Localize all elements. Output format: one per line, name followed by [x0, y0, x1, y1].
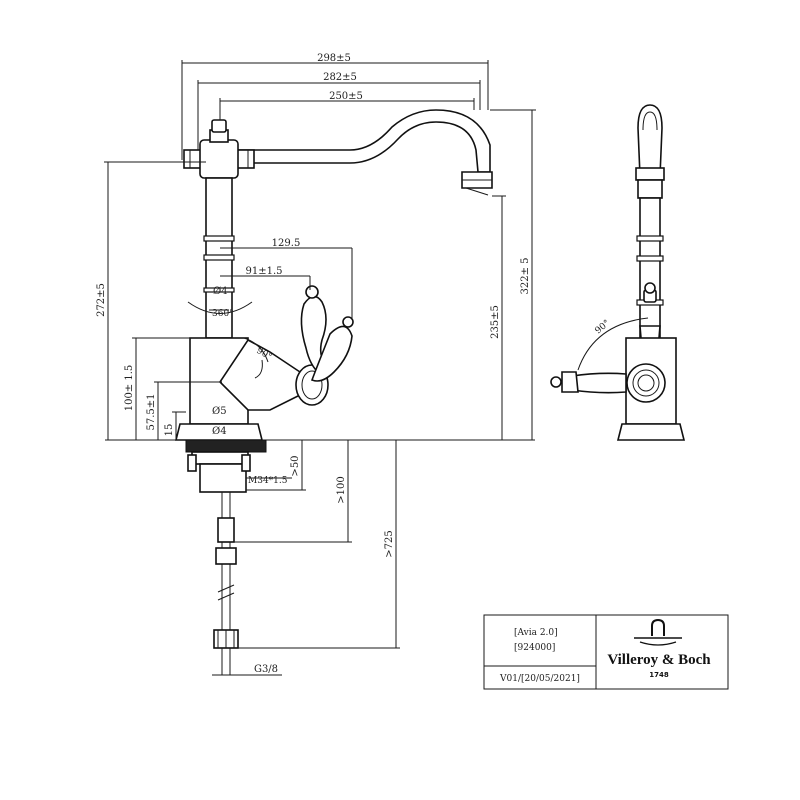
dim-250: 250±5	[329, 91, 363, 102]
dim-g38: G3/8	[254, 664, 278, 675]
dim-272: 272±5	[96, 283, 107, 317]
spout	[235, 109, 491, 173]
side-lever	[571, 372, 627, 394]
dim-dia4-bottom: Ø4	[212, 426, 227, 437]
dim-m34: M34*1.5	[248, 476, 288, 486]
article-number: [924000]	[514, 643, 555, 653]
version-date: V01/[20/05/2021]	[499, 674, 580, 684]
faucet-front-view	[105, 109, 535, 675]
dim-15: 15	[164, 424, 175, 437]
dim-dia5: Ø5	[212, 406, 227, 417]
dim-360: 360°	[212, 309, 234, 319]
brand-name: Villeroy & Boch	[607, 652, 711, 668]
dim-91: 91±1.5	[245, 266, 282, 277]
dim-dia4-top: Ø4	[213, 286, 228, 297]
mounting-flange	[185, 439, 267, 453]
dimension-labels: 298±5 282±5 250±5 129.5 91±1.5 Ø4 360° 9…	[96, 53, 531, 675]
faucet-side-view: 90°	[550, 104, 686, 441]
dim-235: 235±5	[490, 305, 501, 339]
brand-year: 1748	[649, 671, 669, 679]
dim-90-side: 90°	[594, 318, 613, 336]
dim-129: 129.5	[272, 238, 301, 249]
top-finial	[211, 119, 227, 133]
dim-50: >50	[290, 455, 301, 476]
dim-100: 100± 1.5	[124, 365, 135, 412]
model-name: [Avia 2.0]	[514, 628, 558, 638]
title-block: [Avia 2.0] [924000] V01/[20/05/2021] Vil…	[483, 614, 729, 690]
dim-322: 322± 5	[520, 257, 531, 294]
threaded-shank	[191, 451, 249, 465]
brand-logo-icon	[634, 618, 682, 646]
dim-282: 282±5	[323, 72, 357, 83]
dim-100-below: >100	[336, 476, 347, 503]
dim-298: 298±5	[317, 53, 351, 64]
dim-57: 57.5±1	[146, 393, 157, 430]
dim-725: >725	[384, 530, 395, 557]
dimension-lines	[104, 60, 536, 676]
